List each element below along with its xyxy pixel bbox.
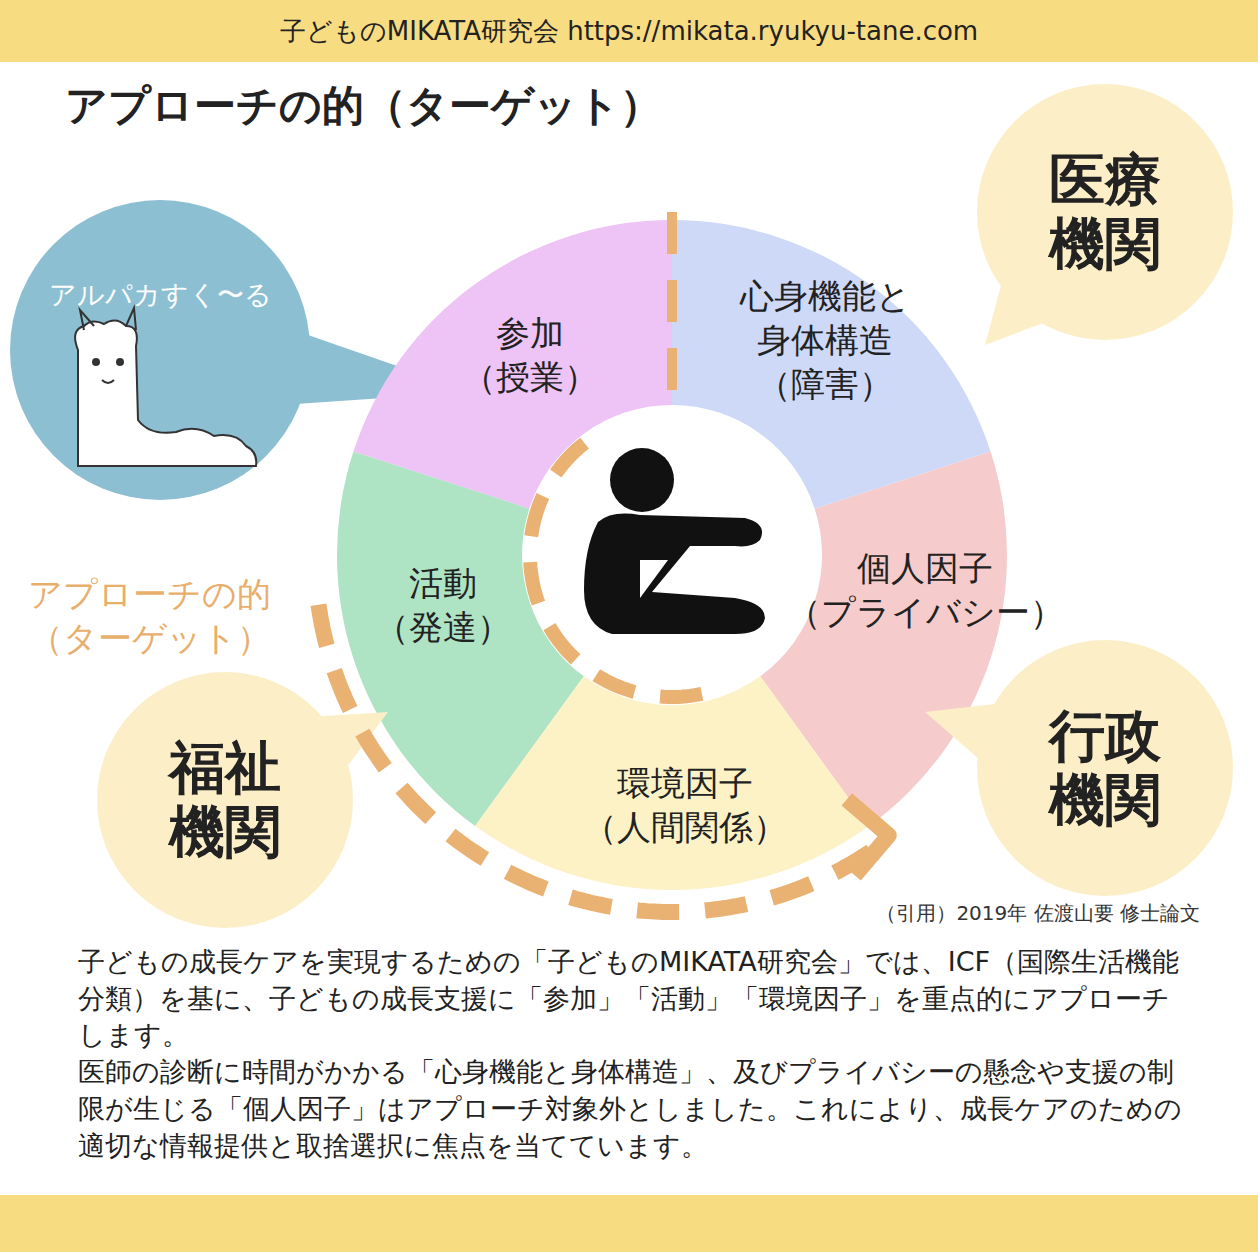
segment-fill xyxy=(760,451,1007,826)
speech-bubble: 行政 機関 xyxy=(977,640,1233,896)
citation-note: （引用）2019年 佐渡山要 修士論文 xyxy=(876,900,1200,927)
bubble-circle xyxy=(97,672,353,928)
caption-box: 子どもの成長ケアを実現するための「子どものMIKATA研究会」では、ICF（国際… xyxy=(78,944,1190,1164)
header-band: 子どものMIKATA研究会 https://mikata.ryukyu-tane… xyxy=(0,0,1258,62)
segment-fill xyxy=(337,451,584,826)
inner-dashed-arc xyxy=(530,443,716,697)
bubble-circle xyxy=(977,640,1233,896)
node-text: 参加 （授業） xyxy=(462,311,598,399)
target-marks xyxy=(318,212,888,912)
node-text: 環境因子 （人間関係） xyxy=(583,761,787,849)
segment-fill xyxy=(475,676,869,890)
pie-segment: 参加 （授業） xyxy=(337,220,1007,890)
segment-shape xyxy=(337,220,1007,890)
segment-shape xyxy=(337,220,1007,890)
bubble-tail xyxy=(296,334,472,404)
speech-bubble: 福祉 機関 xyxy=(97,672,353,928)
person-gap xyxy=(640,560,668,598)
diagram-title: アプローチの的（ターゲット） xyxy=(65,78,662,134)
pie-segment: 活動 （発達） xyxy=(337,220,1007,890)
segment-fill xyxy=(672,220,991,509)
person-body xyxy=(584,514,765,634)
node-text: 福祉 機関 xyxy=(169,736,281,865)
bubble-circle xyxy=(977,84,1233,340)
segment-shape xyxy=(337,220,1007,890)
footer-band xyxy=(0,1195,1258,1252)
person-head xyxy=(610,448,674,512)
pie-segment: 環境因子 （人間関係） xyxy=(337,220,1007,890)
divider-dash xyxy=(667,212,677,400)
node-text: 心身機能と 身体構造 （障害） xyxy=(740,274,911,407)
target-label: アプローチの的 （ターゲット） xyxy=(28,572,271,660)
caption: 子どもの成長ケアを実現するための「子どものMIKATA研究会」では、ICF（国際… xyxy=(78,944,1190,1054)
arrow-chevron xyxy=(847,799,889,875)
speech-bubble: 医療 機関 xyxy=(977,84,1233,340)
pie-segment: 個人因子 （プライバシー） xyxy=(337,220,1007,890)
node-text: 活動 （発達） xyxy=(375,561,511,649)
outer-dashed-arc xyxy=(318,605,876,912)
person-icon xyxy=(584,448,765,634)
node-text: 個人因子 （プライバシー） xyxy=(787,546,1064,634)
node-text: 医療 機関 xyxy=(1049,148,1161,277)
description-text: 医師の診断に時間がかかる「心身機能と身体構造」、及びプライバシーの懸念や支援の制… xyxy=(78,1054,1190,1164)
segment-shape xyxy=(337,220,1007,890)
bubble-shape xyxy=(10,200,310,500)
segment-fill xyxy=(353,220,672,509)
node-text: 行政 機関 xyxy=(1049,704,1161,833)
node-text: アルパカすく〜る xyxy=(49,279,272,310)
pie-segment: 心身機能と 身体構造 （障害） xyxy=(337,220,1007,890)
node-text: 子どものMIKATA研究会 https://mikata.ryukyu-tane… xyxy=(280,14,978,49)
school-bubble: アルパカすく〜る xyxy=(10,200,310,500)
segment-shape xyxy=(337,220,1007,890)
bubble-circle xyxy=(10,200,310,500)
